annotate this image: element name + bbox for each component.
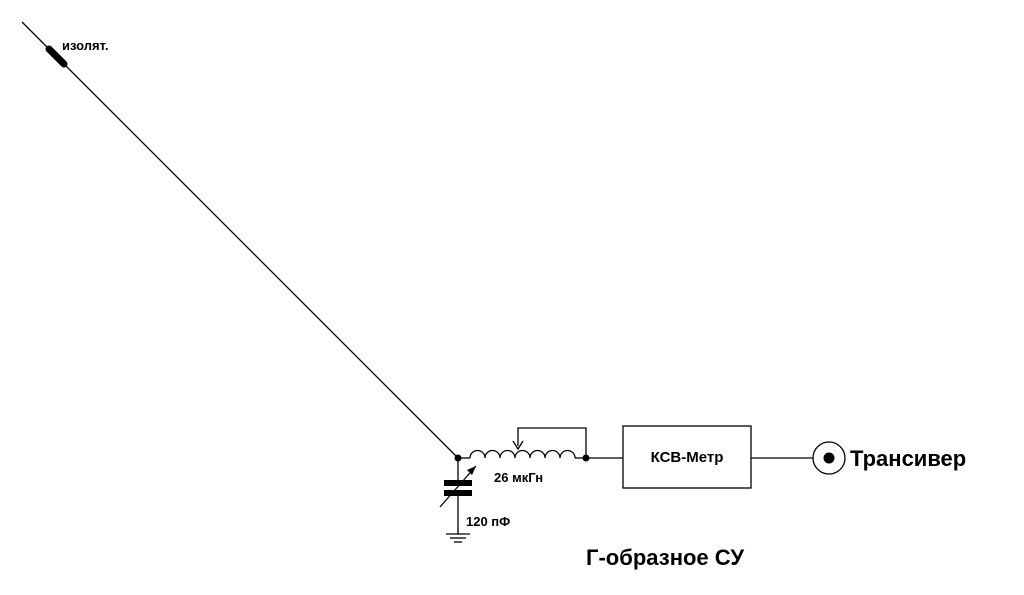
transceiver-label: Трансивер (850, 446, 966, 471)
swr-meter-label: КСВ-Метр (651, 449, 724, 466)
coil-tap-arrow-icon (512, 440, 524, 451)
insulator (45, 45, 68, 68)
capacitor-label: 120 пФ (466, 514, 510, 529)
coil-tap-wire (517, 427, 587, 458)
inductor-coil (469, 449, 576, 459)
diagram-title: Г-образное СУ (586, 545, 744, 570)
transceiver-connector-pin (823, 452, 835, 464)
variable-capacitor-arrow-head-icon (467, 466, 476, 475)
antenna-wire (21, 21, 459, 459)
swr-meter-box (622, 425, 752, 489)
capacitor-plate-bottom (444, 490, 472, 496)
inductor-label: 26 мкГн (494, 470, 543, 485)
capacitor-plate-top (444, 480, 472, 486)
insulator-label: изолят. (62, 38, 108, 53)
